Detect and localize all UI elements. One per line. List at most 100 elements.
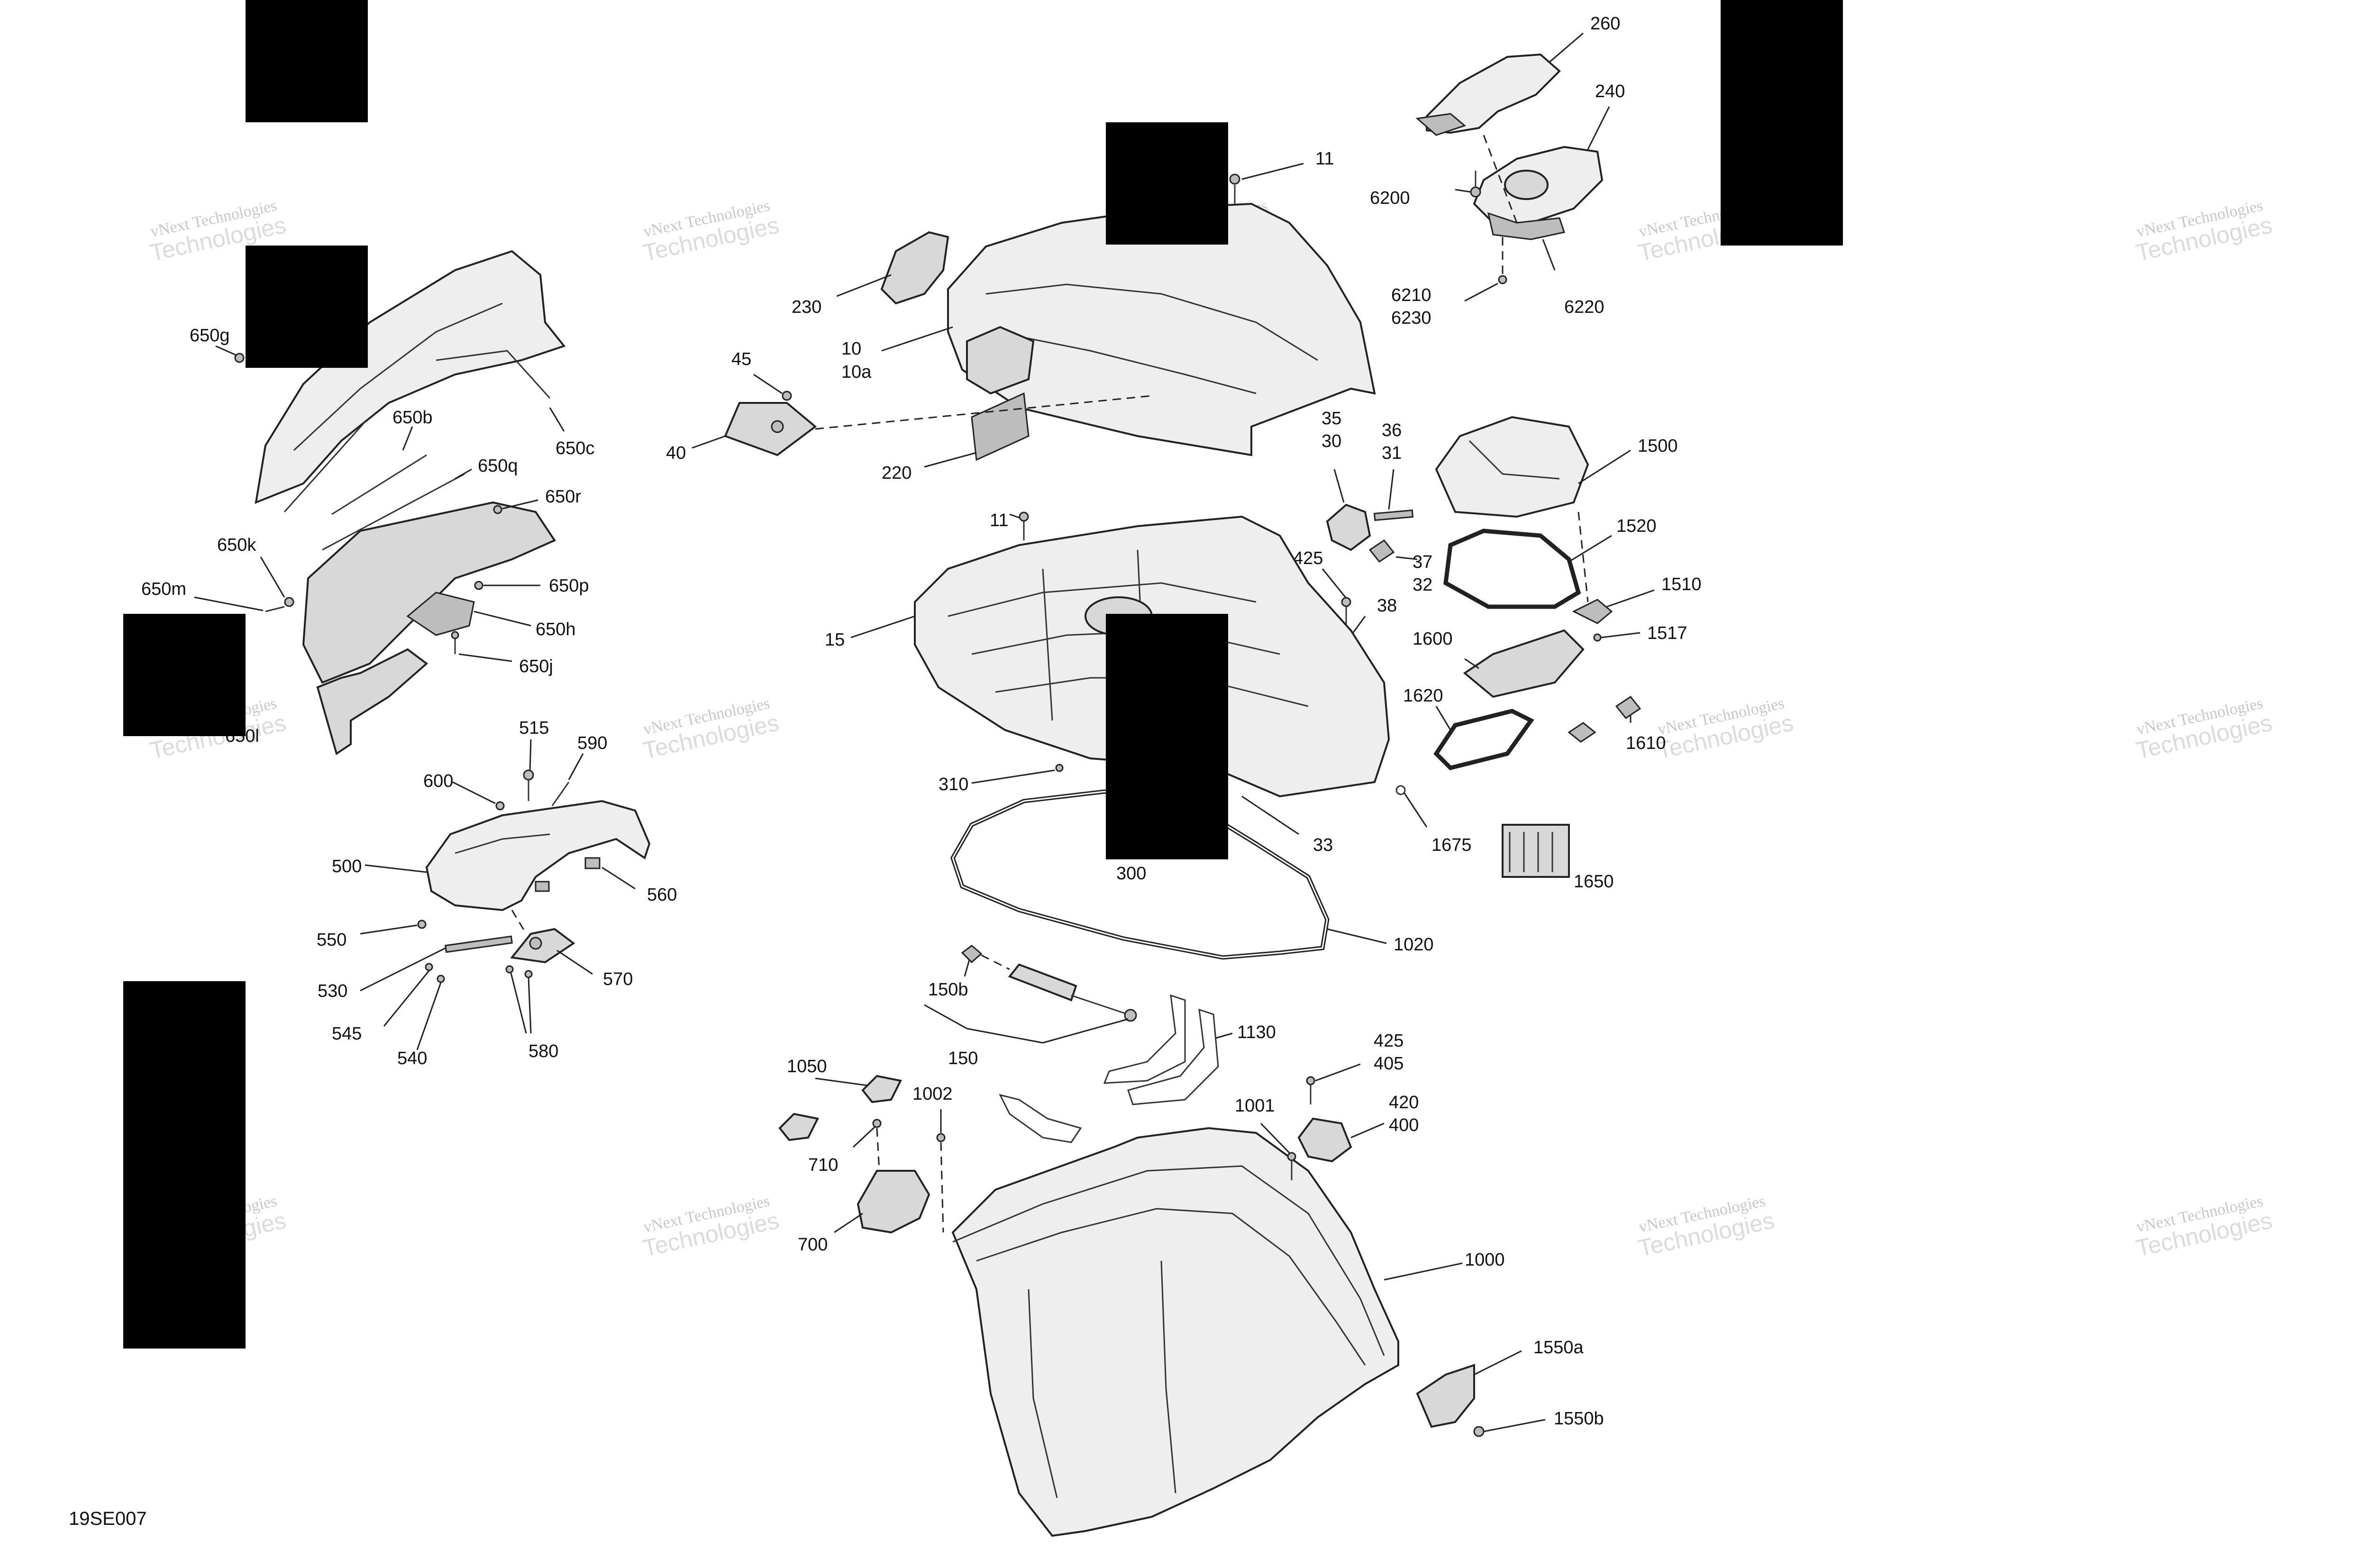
callout-300: 300 (1116, 864, 1146, 884)
part-1620-gasket (1433, 709, 1534, 770)
callout-15: 15 (825, 630, 845, 650)
leader-line (1327, 928, 1387, 944)
screw-650m (265, 606, 285, 612)
callout-1517: 1517 (1647, 623, 1687, 643)
callout-650b: 650b (392, 408, 433, 428)
latch-hardware (1326, 503, 1414, 650)
screw-425-mid (1341, 597, 1351, 607)
drawing-code: 19SE007 (69, 1508, 147, 1529)
callout-150b: 150b (928, 980, 968, 1000)
part-1000-side (1160, 1260, 1176, 1494)
leader-line (568, 753, 584, 780)
part-1000-tub (951, 1127, 1399, 1537)
leader-line (549, 407, 565, 432)
callout-6210: 6210 (1391, 285, 1431, 305)
alignment-line (940, 1142, 944, 1233)
leader-line (966, 1028, 1043, 1044)
leader-line (1042, 1018, 1129, 1044)
part-1550a-bracket (1416, 1364, 1475, 1428)
callout-6200: 6200 (1370, 188, 1410, 208)
part-650l-handle (316, 648, 428, 756)
leader-line (416, 982, 442, 1050)
part-650q-strip (322, 473, 465, 551)
part-700-lock (857, 1170, 930, 1234)
callout-550: 550 (317, 930, 346, 950)
redaction-block (246, 246, 368, 368)
leader-line (1260, 1122, 1290, 1154)
leader-line (452, 781, 496, 804)
air-intake-silencer-assembly (1415, 53, 1604, 284)
leader-line (1606, 589, 1655, 608)
rod-530 (445, 935, 513, 953)
windshield-ridge (293, 302, 503, 451)
part-500-ridge (455, 833, 550, 854)
callout-1050: 1050 (787, 1057, 827, 1076)
leader-line (1388, 469, 1395, 510)
callout-650h: 650h (536, 620, 576, 639)
washer-545 (425, 963, 433, 971)
part-1500-ridge (1468, 440, 1560, 480)
callout-710: 710 (808, 1155, 838, 1175)
alignment-line (511, 910, 527, 934)
leader-line (1395, 556, 1418, 560)
callout-6230: 6230 (1391, 308, 1431, 328)
part-650b-rod (283, 421, 366, 513)
washer-540 (437, 975, 445, 983)
part-230 (880, 231, 949, 305)
leader-line (383, 970, 430, 1027)
part-260-flange (1415, 113, 1467, 136)
screw-580a (505, 965, 514, 974)
callout-1000: 1000 (1465, 1250, 1505, 1270)
callout-420: 420 (1389, 1093, 1419, 1112)
part-150-cylinder (1008, 963, 1077, 1002)
glove-box-assembly (417, 769, 651, 983)
leader-line (1403, 792, 1428, 828)
screw-45 (782, 391, 792, 401)
leader-line (924, 452, 977, 468)
screw-1550b (1473, 1426, 1485, 1437)
leader-line (753, 374, 783, 394)
callout-650g: 650g (190, 326, 230, 346)
leader-line (852, 1126, 875, 1148)
callout-45: 45 (731, 349, 751, 369)
leader-line (528, 977, 532, 1034)
part-650c-rod (436, 350, 551, 399)
screw-11-top (1229, 173, 1240, 185)
callout-1650: 1650 (1574, 872, 1614, 892)
alignment-line (1577, 511, 1589, 602)
callout-425-low: 425 (1374, 1031, 1404, 1051)
callout-700: 700 (798, 1235, 828, 1255)
callout-30: 30 (1322, 431, 1341, 451)
callout-530: 530 (318, 981, 347, 1001)
part-37 (1368, 539, 1395, 563)
callout-560: 560 (647, 885, 677, 905)
leader-line (1350, 1122, 1385, 1139)
leader-line (215, 345, 237, 356)
part-420-clip (1297, 1117, 1352, 1163)
callout-650j: 650j (519, 656, 553, 676)
leader-line (510, 973, 527, 1034)
leader-line (1587, 106, 1610, 150)
callout-150: 150 (948, 1048, 978, 1068)
part-150b-ball (961, 945, 983, 964)
callout-580: 580 (529, 1041, 558, 1061)
callout-1600: 1600 (1413, 629, 1453, 649)
leader-line (815, 1077, 868, 1086)
callout-1510: 1510 (1661, 574, 1702, 594)
leader-line (1542, 239, 1556, 271)
callout-40: 40 (666, 443, 686, 463)
leader-line (1215, 1032, 1233, 1039)
callout-35: 35 (1322, 409, 1341, 428)
screw-6200 (1470, 186, 1481, 198)
callout-10: 10 (841, 339, 861, 359)
callout-650m: 650m (141, 579, 186, 599)
callout-1001: 1001 (1235, 1096, 1275, 1116)
callout-33: 33 (1313, 835, 1333, 855)
screw-1001 (1287, 1152, 1296, 1161)
part-570-hinge (510, 928, 575, 964)
leader-line (850, 615, 915, 638)
part-650-console (302, 501, 556, 684)
leader-line (360, 924, 418, 935)
leader-line (1474, 1350, 1522, 1376)
part-1000-side (1028, 1289, 1058, 1498)
